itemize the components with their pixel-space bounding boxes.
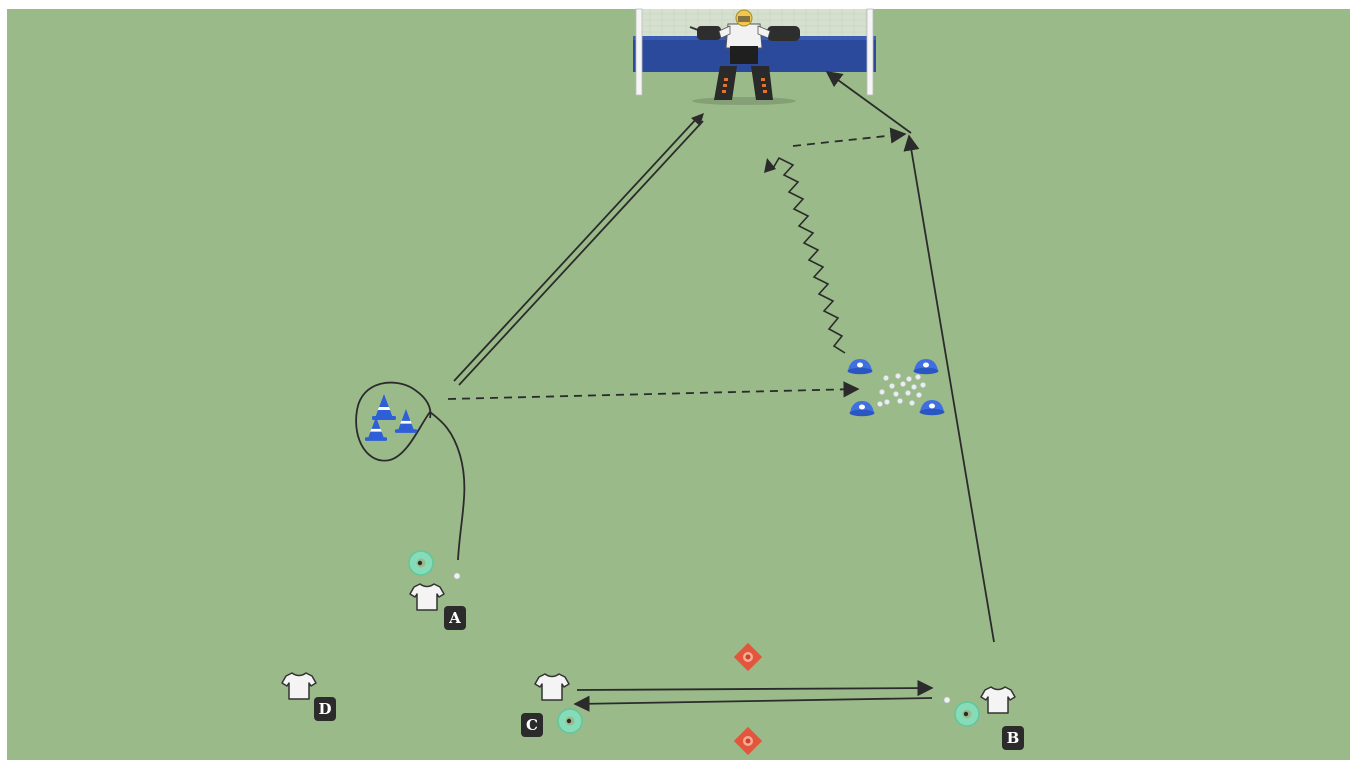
disc-cone-icon bbox=[954, 701, 980, 727]
ball-icon bbox=[943, 696, 951, 704]
player-label-d: D bbox=[314, 697, 336, 721]
pass-arrow-a-to-goal bbox=[453, 113, 704, 386]
player-label-a: A bbox=[444, 606, 466, 630]
disc-cone-icon bbox=[408, 550, 434, 576]
ball-icon bbox=[453, 572, 461, 580]
dashed-pass-arrow bbox=[447, 381, 860, 400]
grass-area bbox=[7, 9, 1350, 760]
pass-arrow-c-to-b bbox=[576, 679, 934, 697]
run-arrow-b-to-goal bbox=[903, 134, 995, 643]
dashed-pass-arrow-top bbox=[792, 127, 907, 147]
dribble-path bbox=[771, 156, 846, 354]
player-label-b: B bbox=[1002, 726, 1024, 750]
ball-pile bbox=[877, 373, 926, 407]
run-arrow-to-post bbox=[825, 71, 912, 134]
goal-net-icon bbox=[633, 8, 876, 96]
dribble-arrowhead bbox=[764, 158, 776, 173]
disc-cone-icon bbox=[557, 708, 583, 734]
run-path-a bbox=[355, 381, 466, 561]
pass-arrow-b-to-c bbox=[573, 695, 933, 712]
goalkeeper-icon bbox=[689, 9, 800, 105]
player-label-c: C bbox=[521, 713, 543, 737]
